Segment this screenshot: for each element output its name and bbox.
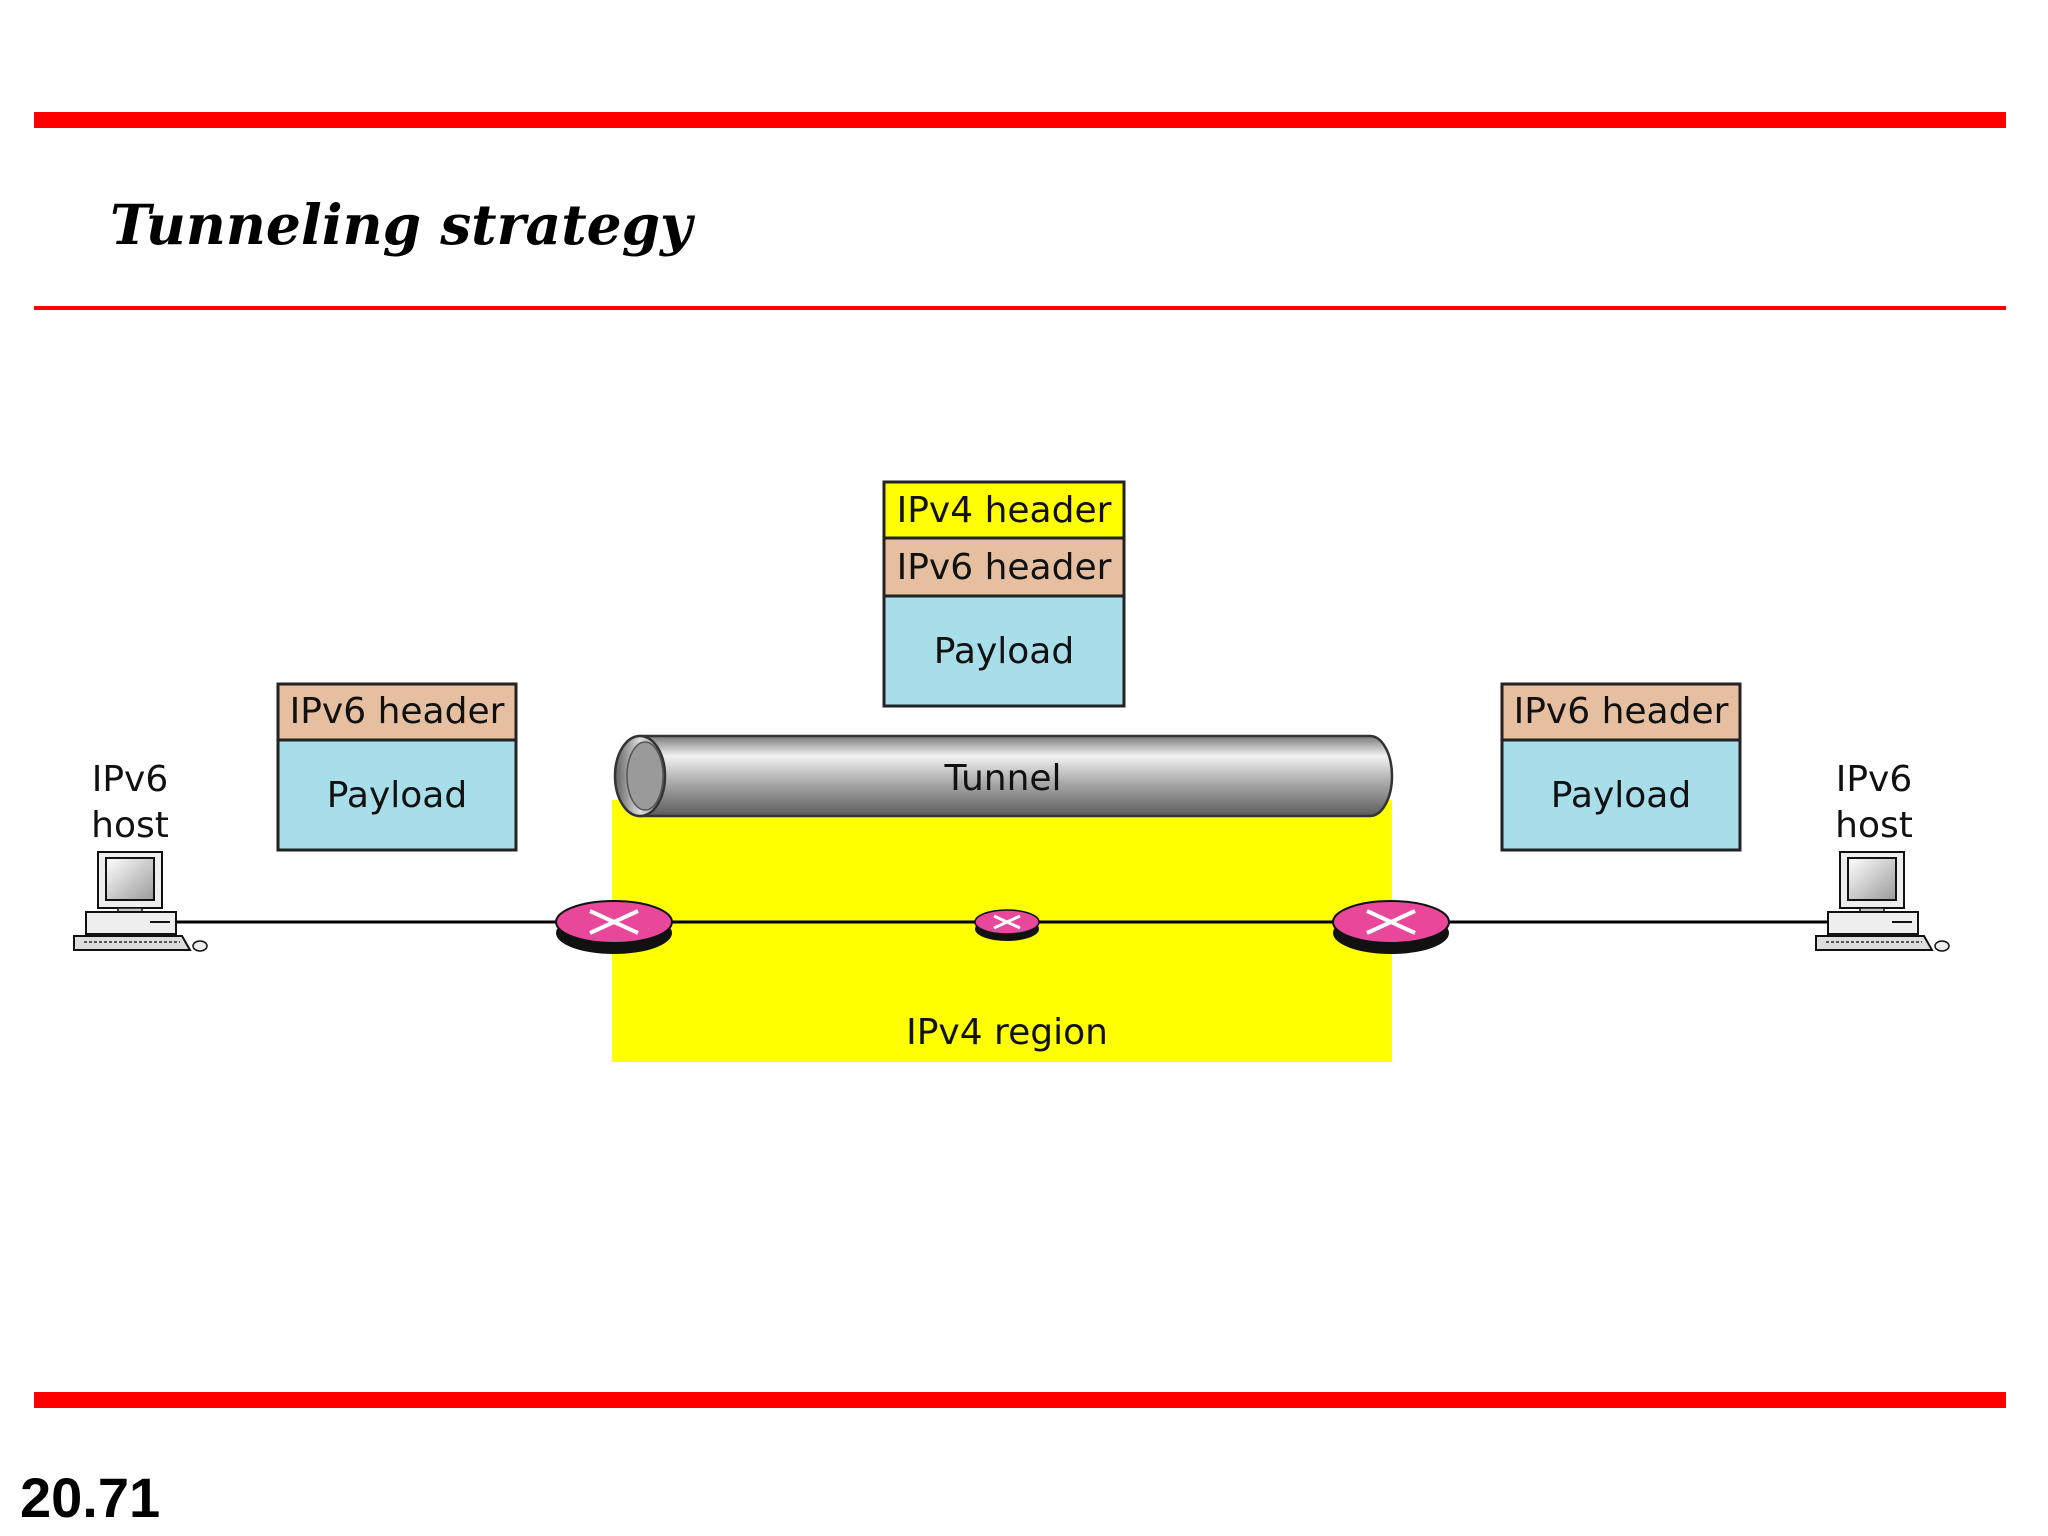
slide-number: 20.71 (20, 1466, 161, 1529)
left-packet-payload-box (276, 738, 518, 852)
router-left-icon (555, 900, 673, 954)
middle-packet-payload-label: Payload (934, 631, 1074, 672)
right-host-label-line2: host (1835, 805, 1913, 846)
left-host-label-line2: host (91, 805, 169, 846)
middle-packet-ipv4-header-label: IPv4 header (897, 490, 1112, 531)
right-packet-payload-label: Payload (1551, 775, 1691, 816)
right-host-label-line1: IPv6 (1836, 759, 1913, 800)
tunnel-pipe (613, 734, 1394, 818)
router-right-icon (1332, 900, 1450, 954)
middle-packet (882, 480, 1126, 708)
left-packet-ipv6-header-box (276, 682, 518, 742)
slide-title: Tunneling strategy (110, 192, 693, 257)
ipv4-region-label: IPv4 region (906, 1012, 1108, 1053)
right-packet-ipv6-header-label: IPv6 header (1514, 691, 1729, 732)
left-packet-payload-label: Payload (327, 775, 467, 816)
left-host-computer-icon (73, 851, 208, 952)
right-packet-payload-box (1500, 738, 1742, 852)
right-host-computer-icon (1815, 851, 1950, 952)
right-packet (1500, 682, 1742, 852)
router-middle-icon (974, 909, 1040, 941)
bottom-thick-rule (34, 1392, 2006, 1408)
left-packet (276, 682, 518, 852)
middle-packet-ipv6-header-box (882, 536, 1126, 598)
middle-packet-payload-box (882, 594, 1126, 708)
right-packet-ipv6-header-box (1500, 682, 1742, 742)
top-thick-rule (34, 112, 2006, 128)
middle-packet-ipv6-header-label: IPv6 header (897, 547, 1112, 588)
left-packet-ipv6-header-label: IPv6 header (290, 691, 505, 732)
title-underline-rule (34, 306, 2006, 310)
left-host-label-line1: IPv6 (92, 759, 169, 800)
tunnel-label: Tunnel (943, 758, 1061, 799)
